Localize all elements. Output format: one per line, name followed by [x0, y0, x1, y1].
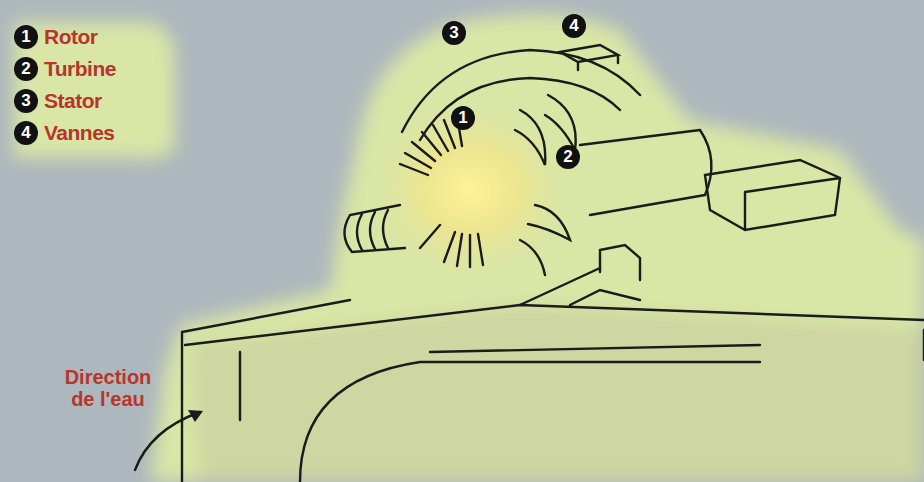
part-name: Vannes: [44, 121, 115, 145]
part-name: Stator: [44, 89, 102, 113]
part-name: Turbine: [44, 57, 116, 81]
callout-number: 4: [562, 14, 586, 38]
callout-number: 3: [14, 89, 38, 113]
callout-number: 2: [14, 57, 38, 81]
turbine-blades: [515, 95, 576, 275]
part-name: Rotor: [44, 25, 98, 49]
stator-arc: [402, 50, 640, 140]
glow: [14, 14, 924, 482]
machine-glow: [150, 14, 924, 482]
callout-number: 3: [442, 21, 466, 45]
callout-number: 4: [14, 121, 38, 145]
water-arrow-head: [188, 410, 203, 422]
callout-number: 2: [556, 145, 580, 169]
legend-glow: [14, 22, 175, 159]
water-arrow: [135, 412, 200, 470]
left-cylinder: [344, 205, 405, 252]
callout-number: 1: [14, 25, 38, 49]
generator-box: [705, 160, 840, 230]
sketch-lines: [182, 45, 924, 482]
flow-label: Direction de l'eau: [58, 366, 158, 410]
base-slab: [182, 268, 924, 482]
support-block: [600, 245, 640, 280]
gate-box: [560, 45, 618, 70]
callout-number: 1: [451, 106, 475, 130]
rotor-radials: [400, 116, 483, 267]
shaft-cylinder: [580, 130, 711, 215]
intake-lines: [240, 345, 760, 420]
